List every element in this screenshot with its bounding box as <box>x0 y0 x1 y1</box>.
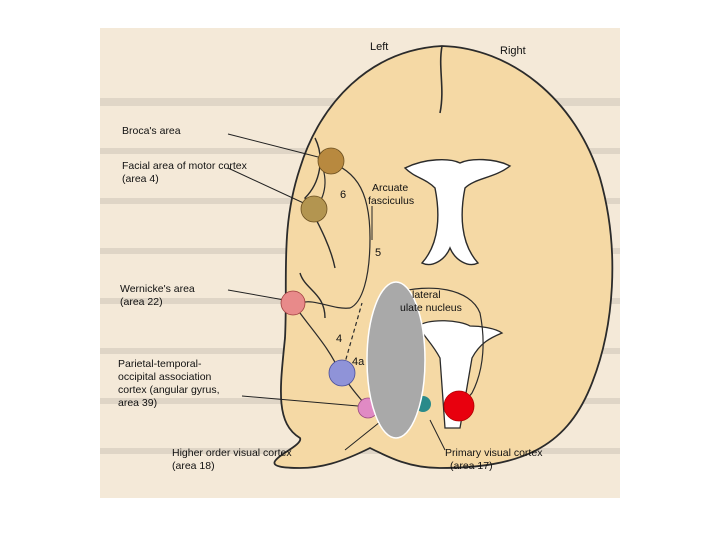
lateral-label-line1: lateral <box>412 289 441 301</box>
arcuate-label-line1: Arcuate <box>372 182 408 194</box>
lateral-ventricles <box>403 158 512 266</box>
longitudinal-fissure <box>439 45 443 114</box>
broca-area-marker <box>317 147 345 175</box>
facial-label-line2: (area 4) <box>122 173 159 185</box>
pathway-number-6: 6 <box>340 189 346 201</box>
parietal-label-line1: Parietal-temporal- <box>118 358 202 370</box>
arcuate-fasciculus-path <box>299 157 371 309</box>
lateral-label-line2: ulate nucleus <box>400 302 462 314</box>
parietal-label-line2: occipital association <box>118 371 212 383</box>
higher-visual-label-line1: Higher order visual cortex <box>172 447 292 459</box>
dashed-path-4 <box>341 302 363 374</box>
primary-visual-label-line2: (area 17) <box>450 460 493 472</box>
facial-area-marker <box>300 195 328 223</box>
left-hemisphere-label: Left <box>370 41 388 53</box>
pathway-number-5: 5 <box>375 247 381 259</box>
parietal-label-line4: area 39) <box>118 397 157 409</box>
red-marker <box>443 390 475 422</box>
higher-visual-label-line2: (area 18) <box>172 460 215 472</box>
wernicke-label-line1: Wernicke's area <box>120 283 195 295</box>
primary-visual-label-line1: Primary visual cortex <box>445 447 543 459</box>
facial-label-line1: Facial area of motor cortex <box>122 160 248 172</box>
brain-diagram-figure: Left Right Broca's area Facial area of m… <box>100 28 620 498</box>
pathway-number-4: 4 <box>336 333 342 345</box>
arcuate-label-line2: fasciculus <box>368 195 414 207</box>
right-hemisphere-label: Right <box>500 45 526 57</box>
gray-occluder <box>366 281 426 439</box>
wernicke-label-line2: (area 22) <box>120 296 163 308</box>
wernicke-area-marker <box>280 290 306 316</box>
temporal-gyrus-outline <box>299 272 326 319</box>
broca-label: Broca's area <box>122 125 181 137</box>
pathway-number-4a: 4a <box>352 356 365 368</box>
parietal-label-line3: cortex (angular gyrus, <box>118 384 220 396</box>
angular-gyrus-marker <box>328 359 356 387</box>
occipital-ventricle <box>417 320 504 429</box>
